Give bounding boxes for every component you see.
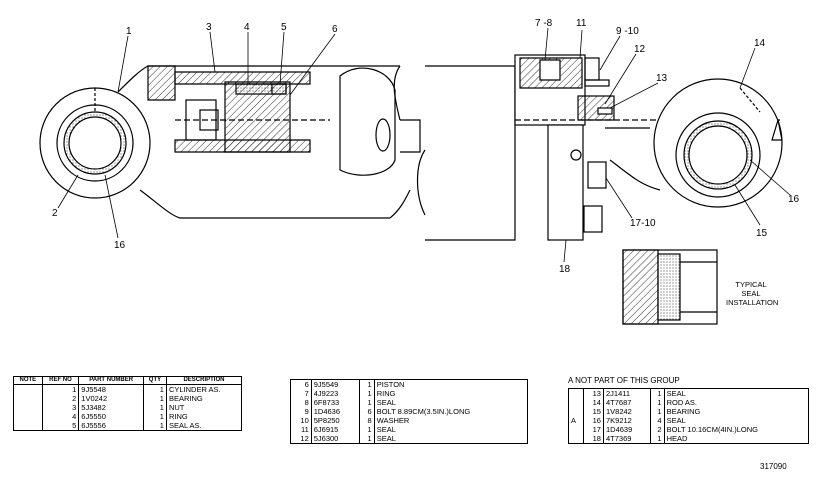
table-row: A 16 7K9212 4 SEAL [569, 416, 809, 425]
callout-6: 6 [332, 24, 338, 35]
callout-leaders [57, 27, 791, 263]
table-row: 10 5P8250 8 WASHER [291, 416, 528, 425]
callout-13: 13 [656, 73, 668, 84]
callout-9-10: 9 -10 [616, 26, 639, 37]
table-row: 15 1V8242 1 BEARING [569, 407, 809, 416]
table-row: 5 6J5556 1 SEAL AS. [14, 421, 242, 431]
drawing-number: 317090 [760, 462, 787, 471]
table-row: 12 5J6300 1 SEAL [291, 434, 528, 444]
callout-5: 5 [281, 22, 287, 33]
callout-11: 11 [576, 18, 587, 29]
table-header-row: NOTE REF NO PART NUMBER QTY DESCRIPTION [13, 376, 243, 385]
table-row: 6 9J5549 1 PISTON [291, 379, 528, 389]
callout-15: 15 [756, 228, 768, 239]
cylinder-eye-left [39, 87, 151, 199]
callout-14: 14 [754, 38, 766, 49]
col-ref: REF NO [41, 376, 80, 385]
table-row: 17 1D4639 2 BOLT 10.16CM(4IN.)LONG [569, 425, 809, 434]
callout-1: 1 [126, 26, 132, 37]
callout-12: 12 [634, 44, 646, 55]
table-row: 2 1V0242 1 BEARING [14, 394, 242, 403]
callout-7-8: 7 -8 [535, 18, 553, 29]
table-row: 4 6J5550 1 RING [14, 412, 242, 421]
rod-eye-right [653, 78, 783, 208]
table-row: 1 9J5548 1 CYLINDER AS. [14, 384, 242, 394]
parts-table-2: 6 9J5549 1 PISTON 7 4J9223 1 RING 8 6F87… [290, 379, 528, 444]
col-desc: DESCRIPTION [165, 376, 243, 385]
cylinder-body [117, 65, 421, 219]
table-row: 13 2J1411 1 SEAL [569, 388, 809, 398]
table-row: 7 4J9223 1 RING [291, 389, 528, 398]
table-row: 3 5J3482 1 NUT [14, 403, 242, 412]
callout-18: 18 [559, 264, 571, 275]
table-row: 14 4T7687 1 ROD AS. [569, 398, 809, 407]
seal-installation-caption: TYPICAL SEAL INSTALLATION [726, 280, 779, 307]
parts-table-1: NOTE REF NO PART NUMBER QTY DESCRIPTION … [13, 376, 243, 431]
callout-4: 4 [244, 22, 250, 33]
table-row: 18 4T7369 1 HEAD [569, 434, 809, 444]
group-note: A NOT PART OF THIS GROUP [568, 376, 680, 385]
table-row: 9 1D4636 6 BOLT 8.89CM(3.5IN.)LONG [291, 407, 528, 416]
callout-16-left: 16 [114, 240, 126, 251]
seal-installation-detail [622, 249, 718, 325]
col-part: PART NUMBER [78, 376, 144, 385]
callout-16-right: 16 [788, 194, 800, 205]
callout-3: 3 [206, 22, 212, 33]
col-qty: QTY [142, 376, 167, 385]
callout-2: 2 [52, 208, 58, 219]
table-row: 8 6F8733 1 SEAL [291, 398, 528, 407]
table-row: 11 6J6915 1 SEAL [291, 425, 528, 434]
col-note: NOTE [13, 376, 43, 385]
parts-table-3: 13 2J1411 1 SEAL 14 4T7687 1 ROD AS. 15 … [568, 388, 809, 444]
cylinder-head [416, 54, 780, 241]
callout-17-10: 17-10 [630, 218, 656, 229]
